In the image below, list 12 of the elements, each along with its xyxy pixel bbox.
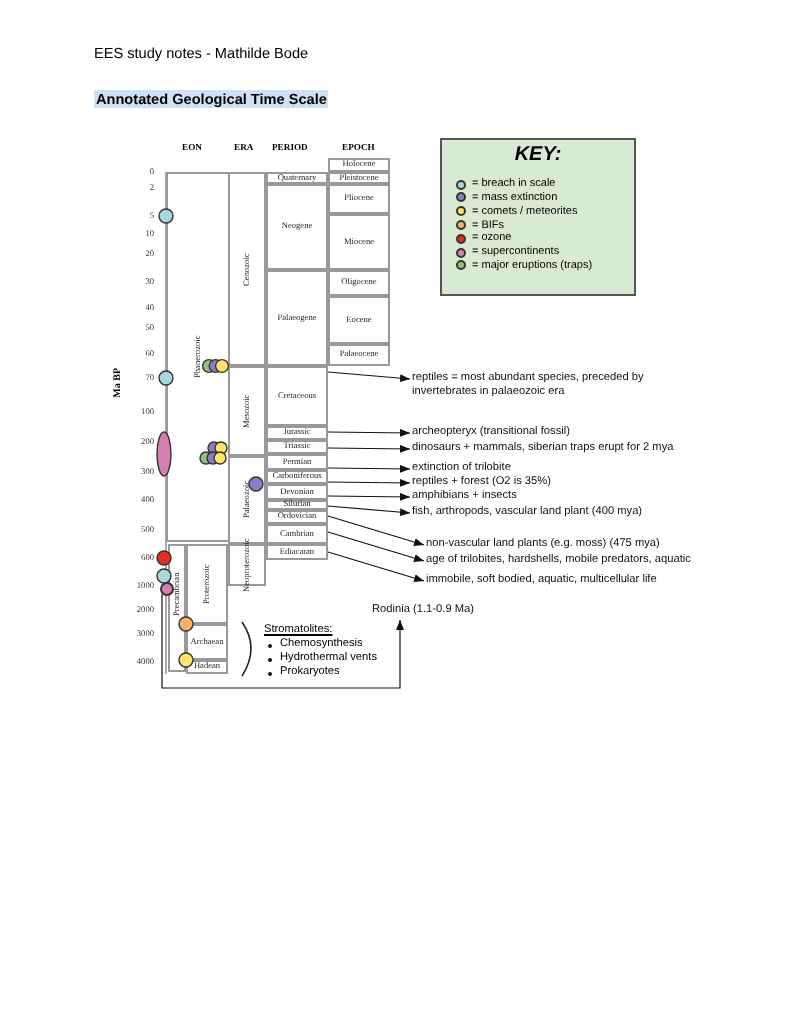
arrow: [327, 515, 425, 546]
arrow: [327, 551, 425, 582]
arrow: [327, 505, 411, 517]
arrow: [327, 492, 411, 501]
arrow: [327, 464, 411, 473]
arrow: [327, 371, 411, 383]
arrow: [161, 593, 404, 689]
arrow: [327, 531, 425, 562]
key-heading: KEY:: [512, 146, 564, 166]
arrow: [327, 444, 411, 453]
arrow: [327, 478, 411, 487]
arrow: [327, 428, 411, 437]
